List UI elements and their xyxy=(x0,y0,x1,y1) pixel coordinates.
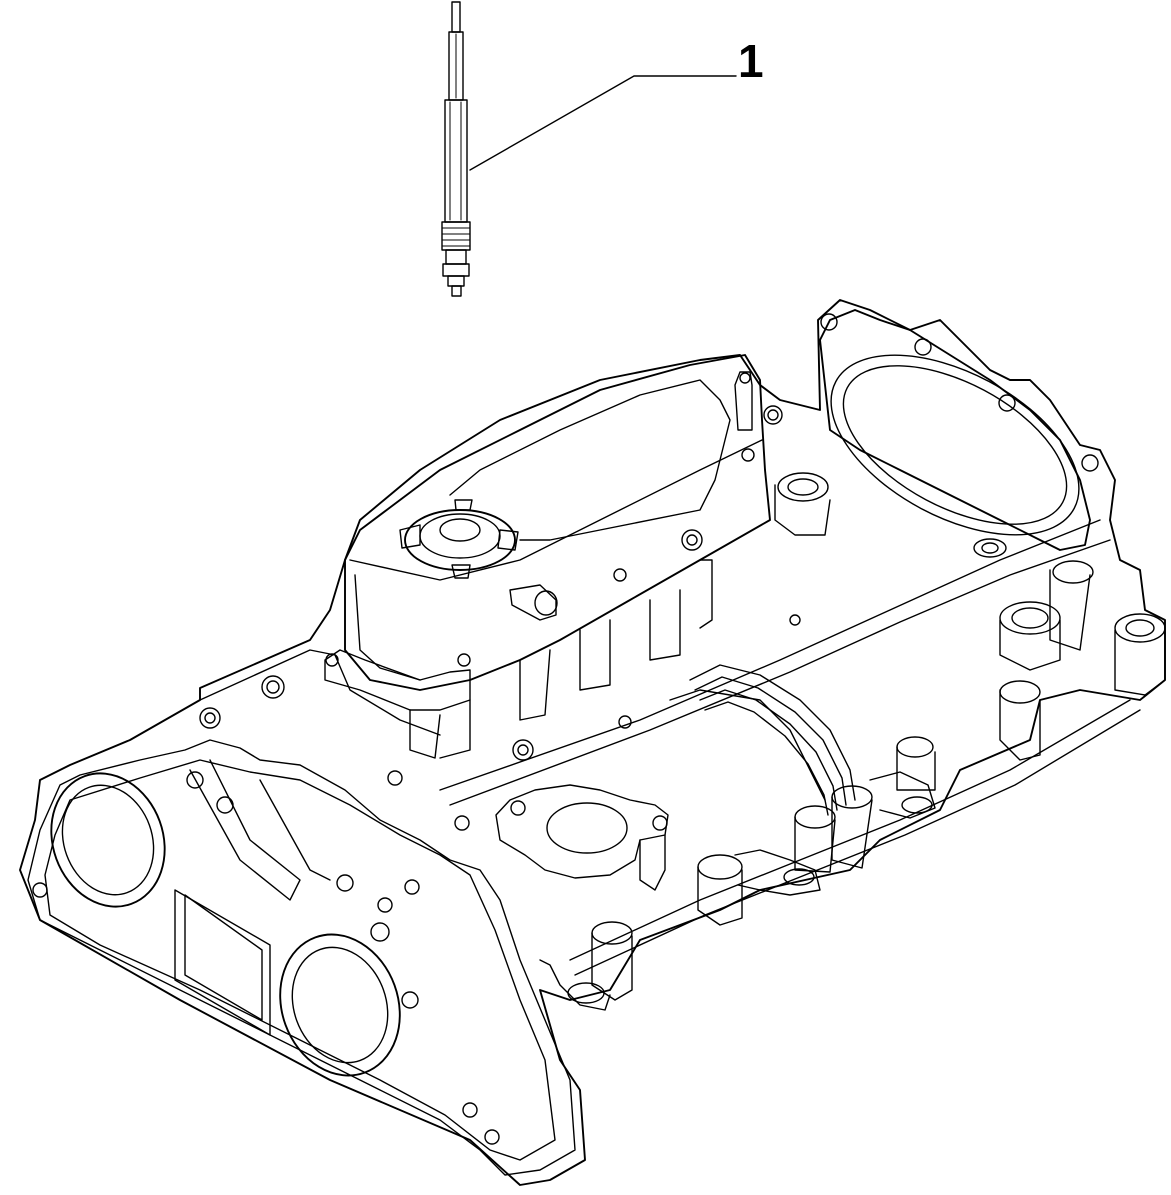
glow-plug[interactable] xyxy=(441,1,471,297)
callout-leader-line xyxy=(469,75,737,171)
callout-number-1: 1 xyxy=(738,35,764,87)
cylinder-head-assembly xyxy=(19,299,1166,1186)
